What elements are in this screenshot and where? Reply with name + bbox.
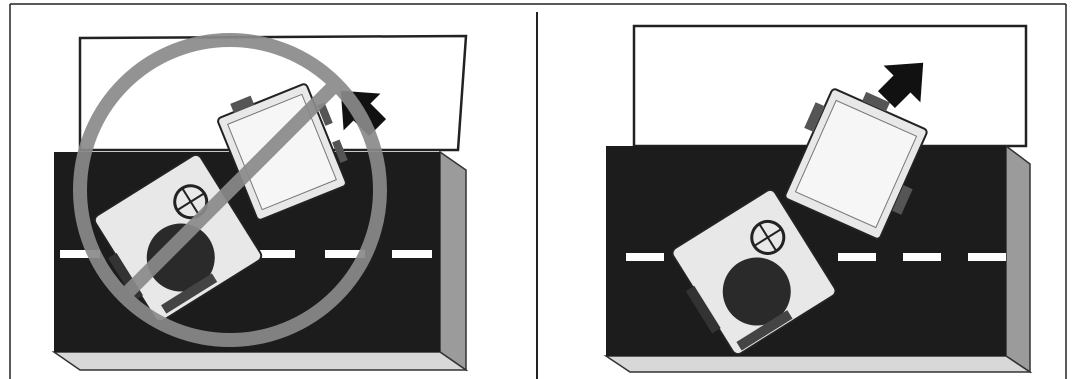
- panel-left: [54, 36, 466, 370]
- road-side-left: [440, 152, 466, 370]
- road-side-right: [1006, 146, 1030, 372]
- road-bottom-right: [606, 356, 1030, 372]
- road-bottom-left: [54, 352, 466, 370]
- panel-right: [606, 26, 1030, 372]
